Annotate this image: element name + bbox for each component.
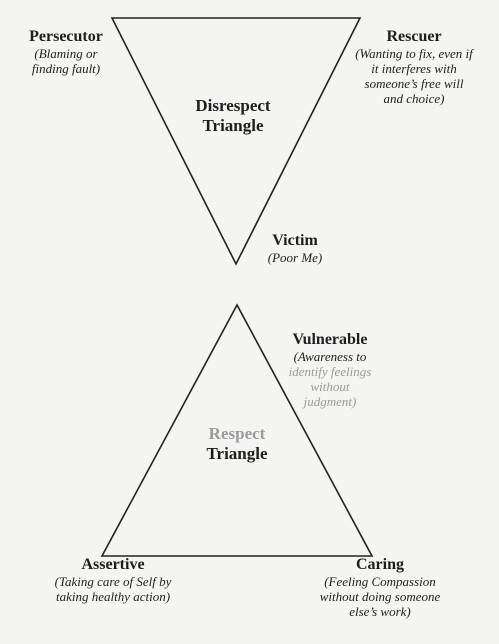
disrespect-title-line2: Triangle bbox=[202, 116, 264, 135]
vulnerable-desc-line2: identify feelings bbox=[288, 364, 372, 379]
respect-triangle-title: Respect Triangle bbox=[172, 424, 302, 464]
persecutor-label: Persecutor (Blaming or finding fault) bbox=[6, 28, 126, 76]
vulnerable-desc-line3: without bbox=[310, 379, 350, 394]
rescuer-desc-line1: (Wanting to fix, even if bbox=[355, 46, 473, 61]
caring-desc-line1: (Feeling Compassion bbox=[324, 574, 436, 589]
respect-title-line1: Respect bbox=[208, 424, 266, 443]
rescuer-role: Rescuer bbox=[386, 28, 442, 45]
assertive-label: Assertive (Taking care of Self by taking… bbox=[28, 556, 198, 604]
rescuer-label: Rescuer (Wanting to fix, even if it inte… bbox=[334, 28, 494, 106]
victim-role: Victim bbox=[272, 232, 318, 249]
assertive-desc-line2: taking healthy action) bbox=[55, 589, 171, 604]
victim-desc-line1: (Poor Me) bbox=[267, 250, 323, 265]
caring-role: Caring bbox=[356, 556, 404, 573]
vulnerable-desc-line1: (Awareness to bbox=[293, 349, 367, 364]
assertive-role: Assertive bbox=[81, 556, 145, 573]
respect-triangle-shape bbox=[100, 303, 374, 557]
rescuer-desc-line3: someone’s free will bbox=[364, 76, 464, 91]
rescuer-desc-line4: and choice) bbox=[383, 91, 445, 106]
caring-desc-line2: without doing someone bbox=[319, 589, 441, 604]
disrespect-triangle-shape bbox=[110, 17, 362, 266]
disrespect-triangle-title: Disrespect Triangle bbox=[168, 96, 298, 136]
persecutor-role: Persecutor bbox=[29, 28, 103, 45]
disrespect-title-line1: Disrespect bbox=[195, 96, 271, 115]
rescuer-desc-line2: it interferes with bbox=[371, 61, 457, 76]
vulnerable-label: Vulnerable (Awareness to identify feelin… bbox=[270, 331, 390, 409]
respect-title-line2: Triangle bbox=[206, 444, 268, 463]
persecutor-desc-line2: finding fault) bbox=[31, 61, 101, 76]
caring-desc-line3: else’s work) bbox=[349, 604, 411, 619]
caring-label: Caring (Feeling Compassion without doing… bbox=[295, 556, 465, 619]
assertive-desc-line1: (Taking care of Self by bbox=[54, 574, 172, 589]
persecutor-desc-line1: (Blaming or bbox=[34, 46, 98, 61]
victim-label: Victim (Poor Me) bbox=[250, 232, 340, 265]
vulnerable-role: Vulnerable bbox=[292, 331, 368, 348]
vulnerable-desc-line4: judgment) bbox=[303, 394, 357, 409]
